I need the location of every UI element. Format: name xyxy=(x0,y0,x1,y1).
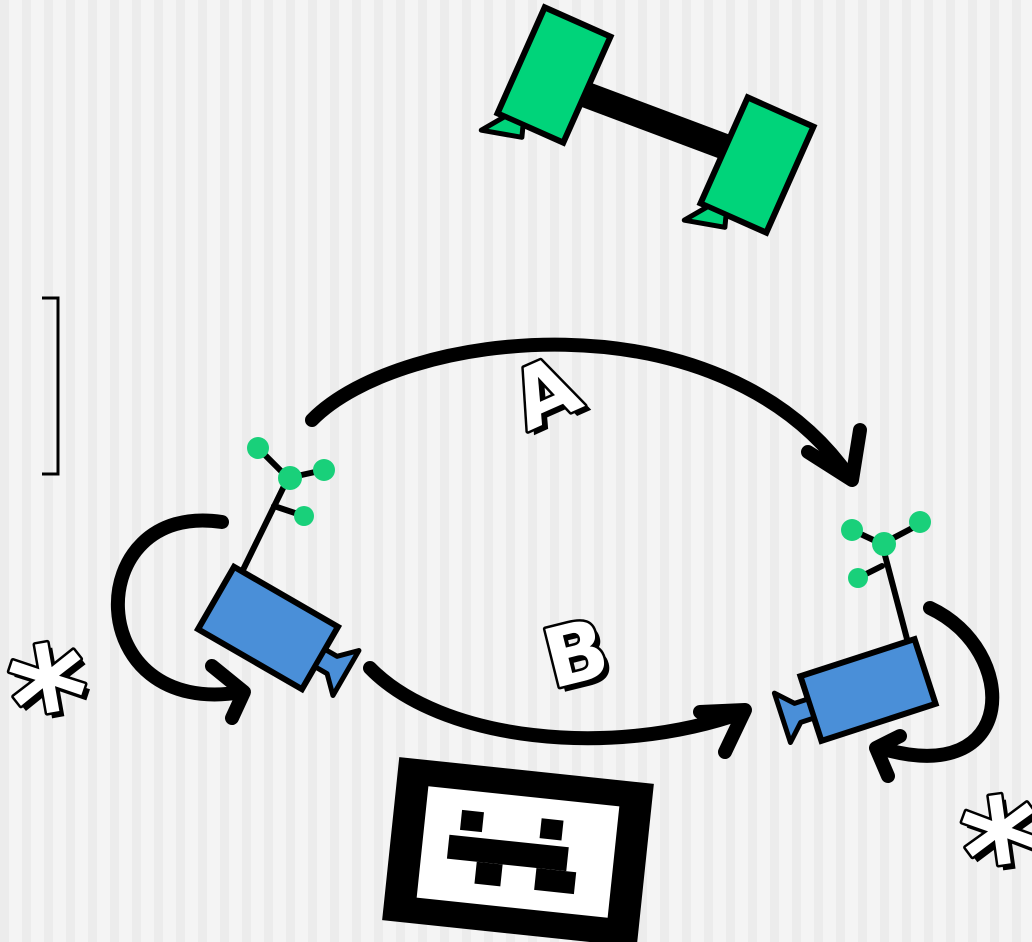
sensor-nodes-right xyxy=(841,511,931,588)
self-loop-arrow-right xyxy=(869,601,1000,783)
fiducial-marker-icon xyxy=(382,757,654,942)
sensor-nodes-left xyxy=(247,437,335,526)
self-loop-arrow-left xyxy=(110,513,251,725)
bracket xyxy=(42,296,60,476)
video-camera-icon xyxy=(771,511,940,746)
video-camera-icon xyxy=(193,437,362,699)
arrow-b xyxy=(363,661,752,759)
stereo-camera-rig-icon xyxy=(478,3,818,237)
arrow-a xyxy=(305,337,867,487)
